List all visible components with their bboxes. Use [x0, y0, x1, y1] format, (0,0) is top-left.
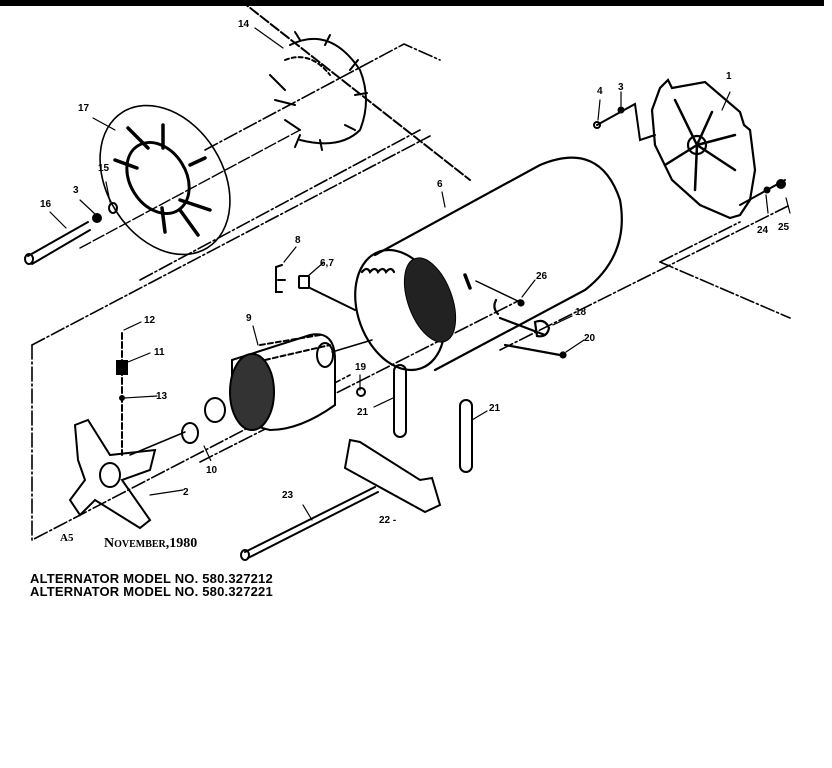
scan-border-bar [0, 0, 824, 6]
model-number-1: ALTERNATOR MODEL NO. 580.327212 [30, 571, 273, 586]
terminal-bracket-part [275, 264, 356, 311]
mounting-bracket-part [343, 438, 442, 514]
callout-18: 18 [575, 307, 587, 318]
strap-parts [356, 364, 473, 473]
callout-21-left: 21 [357, 407, 369, 418]
fan-guard-part [99, 104, 231, 256]
leader-lines [49, 27, 791, 521]
callout-21-right: 21 [489, 403, 501, 414]
callout-6: 6 [437, 179, 443, 190]
callout-1: 1 [726, 71, 732, 82]
callout-22: 22 - [379, 515, 397, 526]
callout-8: 8 [295, 235, 301, 246]
callout-11: 11 [154, 347, 165, 358]
callout-26: 26 [536, 271, 548, 282]
callout-20: 20 [584, 333, 596, 344]
callout-19: 19 [355, 362, 367, 373]
callout-2: 2 [183, 487, 189, 498]
callout-10: 10 [206, 465, 218, 476]
callout-17: 17 [78, 103, 90, 114]
callout-12: 12 [144, 315, 156, 326]
model-number-2: ALTERNATOR MODEL NO. 580.327221 [30, 584, 273, 599]
callout-9: 9 [246, 313, 252, 324]
callout-24: 24 [757, 225, 769, 236]
end-bell-hardware [593, 102, 786, 206]
callout-15: 15 [98, 163, 110, 174]
through-bolt-part [24, 202, 118, 265]
callout-14: 14 [238, 19, 250, 30]
fan-part [239, 0, 471, 181]
callout-13: 13 [156, 391, 168, 402]
callout-4: 4 [597, 86, 603, 97]
page-code: A5 [60, 532, 74, 544]
callout-3: 3 [73, 185, 79, 196]
callout-16: 16 [40, 199, 52, 210]
end-bell-part [650, 78, 757, 220]
rotor-part [181, 333, 373, 444]
adapter-part [68, 418, 186, 530]
brush-holder-part [116, 332, 128, 456]
callout-25: 25 [778, 222, 790, 233]
callout-6-7: 6,7 [320, 258, 334, 269]
stud-part [240, 486, 379, 561]
date-stamp: November,1980 [104, 536, 198, 551]
callout-3: 3 [618, 82, 624, 93]
callout-23: 23 [282, 490, 294, 501]
stator-housing-part [354, 156, 623, 372]
